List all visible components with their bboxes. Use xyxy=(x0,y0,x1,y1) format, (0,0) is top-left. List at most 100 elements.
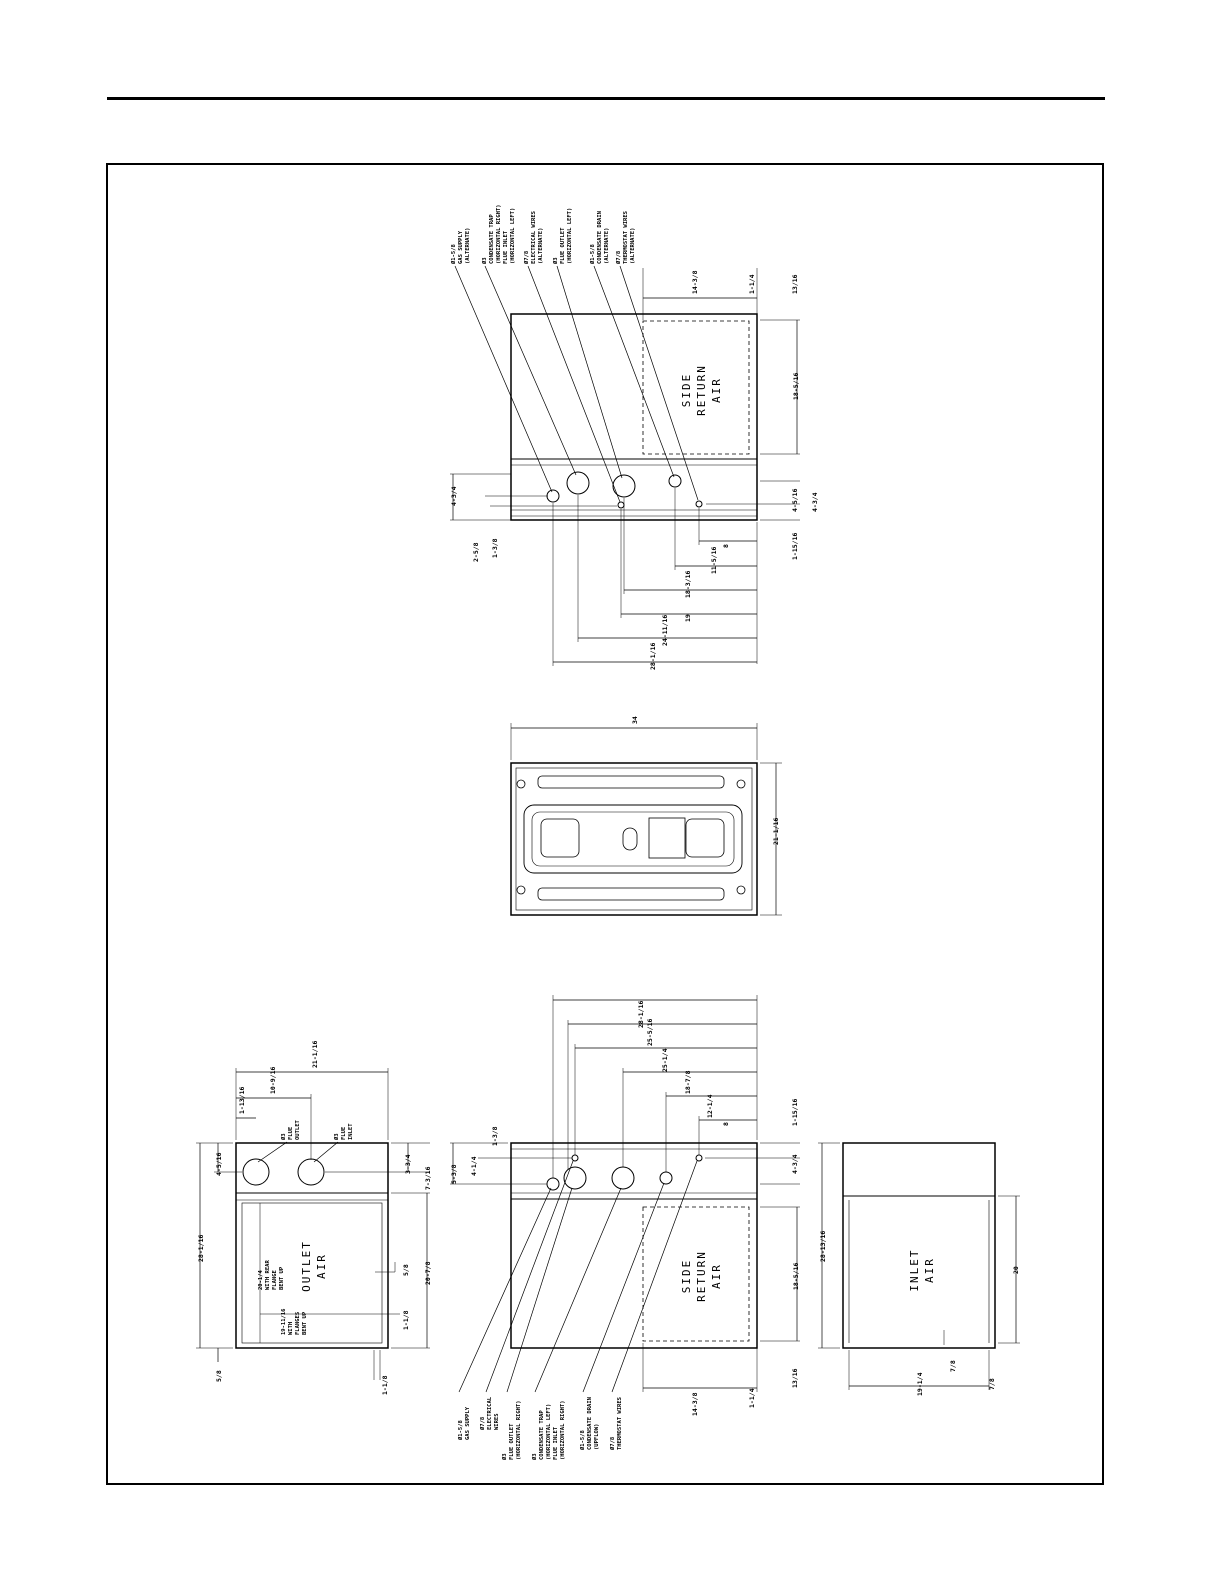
bottom-flue-outlet-hole xyxy=(563,1166,587,1190)
svg-text:FLUE INLET: FLUE INLET xyxy=(553,1426,559,1460)
outlet-dim-1-1-8: 1-1/8 xyxy=(402,1310,410,1330)
bottom-dim-1-3-8: 1-3/8 xyxy=(491,1126,499,1146)
bottom-condensate-drain-hole xyxy=(659,1171,673,1185)
outlet-dim-1-13-16: 1-13/16 xyxy=(238,1087,246,1114)
bottom-dim-12-1-4: 12-1/4 xyxy=(706,1094,714,1118)
bottom-condensate-trap-hole xyxy=(611,1166,635,1190)
svg-text:(ALTERNATE): (ALTERNATE) xyxy=(538,228,544,264)
inlet-cabinet-outline xyxy=(842,1142,996,1349)
bottom-dim-13-16: 13/16 xyxy=(791,1368,799,1388)
inlet-dim-19-1-4: 19-1/4 xyxy=(916,1372,924,1396)
outlet-dim-5-8-left: 5/8 xyxy=(215,1370,223,1382)
outlet-callout-flue-inlet: Ø3 FLUE INLET xyxy=(333,1123,354,1141)
svg-text:(HORIZONTAL LEFT): (HORIZONTAL LEFT) xyxy=(510,208,516,264)
svg-text:ELECTRICAL: ELECTRICAL xyxy=(487,1396,493,1430)
svg-text:FLUE OUTLET: FLUE OUTLET xyxy=(560,227,566,264)
svg-text:WITH: WITH xyxy=(288,1322,294,1335)
svg-text:(UPFLOW): (UPFLOW) xyxy=(594,1424,600,1451)
svg-text:Ø3: Ø3 xyxy=(280,1133,287,1141)
bottom-dim-18-5-16: 18-5/16 xyxy=(792,1263,800,1290)
outlet-dim-21-1-16: 21-1/16 xyxy=(311,1041,319,1068)
svg-text:(HORIZONTAL RIGHT): (HORIZONTAL RIGHT) xyxy=(516,1400,522,1460)
inlet-label-2: AIR xyxy=(923,1257,936,1283)
top-dim-18-3-16: 18-3/16 xyxy=(684,571,692,598)
inlet-dim-7-8-a: 7/8 xyxy=(949,1360,957,1372)
svg-text:WIRES: WIRES xyxy=(494,1413,500,1430)
bottom-callout-thermostat-wires: Ø7/8 THERMOSTAT WIRES xyxy=(609,1397,623,1451)
svg-text:19-11/16: 19-11/16 xyxy=(281,1308,287,1335)
outlet-flue-inlet-hole xyxy=(297,1158,325,1186)
svg-text:INLET: INLET xyxy=(348,1123,354,1140)
middle-top-view: 34 21-1/16 xyxy=(510,716,782,916)
bottom-gas-supply-hole xyxy=(546,1177,560,1191)
top-dim-28-1-16: 28-1/16 xyxy=(649,643,657,670)
top-cabinet-outline xyxy=(510,313,758,521)
outlet-dim-3-3-4: 3-3/4 xyxy=(404,1154,412,1174)
drawing-frame xyxy=(106,163,1104,1485)
svg-text:Ø3: Ø3 xyxy=(552,257,559,265)
top-side-label-1: SIDE xyxy=(680,373,693,408)
svg-text:Ø7/8: Ø7/8 xyxy=(615,251,622,265)
bottom-dim-14-3-8: 14-3/8 xyxy=(691,1392,699,1416)
inlet-dim-7-8-b: 7/8 xyxy=(988,1378,996,1390)
bottom-callout-electrical-wires: Ø7/8 ELECTRICAL WIRES xyxy=(479,1396,500,1431)
top-dim-11-5-16: 11-5/16 xyxy=(710,547,718,574)
inlet-view: INLET AIR 28-13/16 20 19-1/4 7/8 7/8 xyxy=(818,1142,1020,1396)
top-dim-4-3-4-r: 4-3/4 xyxy=(811,492,819,512)
outlet-note-flanges: 19-11/16 WITH FLANGES BENT UP xyxy=(281,1308,308,1335)
bottom-dim-4-1-4: 4-1/4 xyxy=(470,1156,478,1176)
top-electrical-hole xyxy=(617,501,625,509)
top-callout-flue-outlet: Ø3 FLUE OUTLET (HORIZONTAL LEFT) xyxy=(552,208,573,265)
top-dim-13-16: 13/16 xyxy=(791,274,799,294)
top-dim-18-5-16: 18-5/16 xyxy=(792,373,800,400)
svg-text:(HORIZONTAL LEFT): (HORIZONTAL LEFT) xyxy=(546,1404,552,1460)
middle-dim-34: 34 xyxy=(631,716,639,724)
outlet-dim-10-9-16: 10-9/16 xyxy=(269,1067,277,1094)
top-condensate-trap-hole xyxy=(566,471,590,495)
svg-text:CONDENSATE DRAIN: CONDENSATE DRAIN xyxy=(587,1397,593,1450)
svg-text:20-1/4: 20-1/4 xyxy=(258,1269,264,1290)
top-callout-condensate-drain: Ø1-5/8 CONDENSATE DRAIN (ALTERNATE) xyxy=(589,211,610,265)
svg-text:(ALTERNATE): (ALTERNATE) xyxy=(465,228,471,264)
svg-text:CONDENSATE TRAP: CONDENSATE TRAP xyxy=(539,1410,545,1460)
svg-text:Ø1-5/8: Ø1-5/8 xyxy=(450,244,457,265)
bottom-callout-condensate-trap: Ø3 CONDENSATE TRAP (HORIZONTAL LEFT) FLU… xyxy=(531,1400,566,1461)
outlet-label-2: AIR xyxy=(315,1253,328,1279)
outlet-view: OUTLET AIR Ø3 FLUE OUTLET Ø3 FLUE INLET … xyxy=(196,1041,432,1395)
svg-text:(ALTERNATE): (ALTERNATE) xyxy=(630,228,636,264)
svg-text:(HORIZONTAL RIGHT): (HORIZONTAL RIGHT) xyxy=(496,204,502,264)
inlet-dim-20: 20 xyxy=(1012,1266,1020,1274)
outlet-dim-4-5-16: 4-5/16 xyxy=(215,1152,223,1176)
bottom-dim-8: 8 xyxy=(722,1122,730,1126)
svg-text:FLUE INLET: FLUE INLET xyxy=(503,230,509,264)
svg-text:CONDENSATE TRAP: CONDENSATE TRAP xyxy=(489,214,495,264)
middle-cabinet-outline xyxy=(510,762,758,916)
top-dim-4-3-4-l: 4-3/4 xyxy=(450,486,458,506)
svg-text:Ø7/8: Ø7/8 xyxy=(523,251,530,265)
svg-text:THERMOSTAT WIRES: THERMOSTAT WIRES xyxy=(623,211,629,264)
svg-text:OUTLET: OUTLET xyxy=(295,1119,301,1140)
top-dim-19: 19 xyxy=(684,614,692,622)
outlet-cabinet-outline xyxy=(235,1142,389,1349)
svg-text:GAS SUPPLY: GAS SUPPLY xyxy=(458,230,464,264)
svg-text:Ø1-5/8: Ø1-5/8 xyxy=(457,1420,464,1441)
bottom-return-opening xyxy=(642,1206,750,1342)
svg-text:(HORIZONTAL LEFT): (HORIZONTAL LEFT) xyxy=(567,208,573,264)
svg-text:BENT UP: BENT UP xyxy=(302,1311,308,1335)
top-return-opening xyxy=(642,320,750,455)
bottom-side-label-2: RETURN xyxy=(695,1250,708,1302)
bottom-dim-1-1-4: 1-1/4 xyxy=(748,1388,756,1408)
svg-text:THERMOSTAT WIRES: THERMOSTAT WIRES xyxy=(617,1397,623,1450)
header-rule xyxy=(107,97,1105,100)
top-condensate-drain-hole xyxy=(668,474,682,488)
svg-text:Ø3: Ø3 xyxy=(481,257,488,265)
bottom-callout-flue-outlet: Ø3 FLUE OUTLET (HORIZONTAL RIGHT) xyxy=(501,1400,522,1461)
middle-dim-21-1-16: 21-1/16 xyxy=(772,818,780,845)
top-dim-24-11-16: 24-11/16 xyxy=(661,615,669,646)
bottom-dim-5-3-8: 5-3/8 xyxy=(450,1164,458,1184)
svg-text:CONDENSATE DRAIN: CONDENSATE DRAIN xyxy=(597,211,603,264)
svg-text:GAS SUPPLY: GAS SUPPLY xyxy=(465,1406,471,1440)
top-callout-gas-supply: Ø1-5/8 GAS SUPPLY (ALTERNATE) xyxy=(450,228,471,265)
outlet-dim-5-8-right: 5/8 xyxy=(402,1264,410,1276)
svg-text:Ø7/8: Ø7/8 xyxy=(609,1437,616,1451)
